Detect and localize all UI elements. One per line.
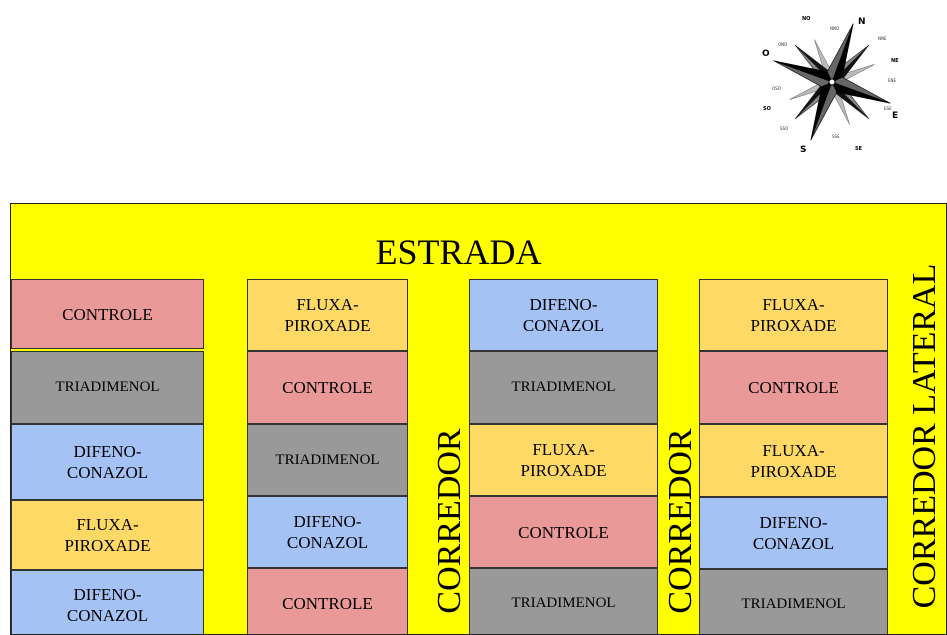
plot-label-line: CONAZOL	[522, 316, 605, 335]
plot-label: TRIADIMENOL	[741, 594, 845, 615]
plot-label-line: CONTROLE	[748, 378, 839, 397]
plot-label-line: TRIADIMENOL	[511, 379, 616, 395]
plot-label-line: TRIADIMENOL	[275, 451, 380, 468]
plot-label: TRIADIMENOL	[55, 377, 159, 398]
plot-label-line: PIROXADE	[750, 461, 837, 481]
compass-so: SO	[763, 106, 771, 112]
corridor-label-3: CORREDOR	[662, 428, 699, 614]
plot-label: DIFENO- CONAZOL	[523, 294, 604, 336]
plot-label-line: PIROXADE	[64, 536, 151, 555]
plot-tri: TRIADIMENOL	[699, 569, 888, 634]
plot-label-line: CONAZOL	[66, 463, 149, 482]
plot-label: FLUXA- PIROXADE	[285, 294, 371, 336]
plot-dif: DIFENO- CONAZOL	[11, 424, 204, 500]
plot-flu: FLUXA- PIROXADE	[11, 500, 204, 570]
plot-tri: TRIADIMENOL	[247, 424, 408, 496]
plot-label: CONTROLE	[518, 522, 609, 543]
plot-label-line: FLUXA-	[296, 295, 359, 314]
plot-label: CONTROLE	[62, 304, 153, 325]
plot-label-line: CONAZOL	[752, 534, 835, 553]
compass-rose-icon: N S E O NE SE SO NO NNO NNE ENE ESE SSE …	[762, 16, 899, 155]
compass-minor: SSE	[832, 134, 840, 139]
compass-south: S	[800, 145, 806, 155]
plot-label: FLUXA- PIROXADE	[751, 294, 837, 336]
plot-label-line: PIROXADE	[284, 316, 371, 335]
plot-ctl: CONTROLE	[11, 279, 204, 349]
compass-north: N	[858, 17, 866, 27]
compass-no: NO	[802, 16, 810, 22]
plot-label: DIFENO- CONAZOL	[753, 512, 834, 554]
plot-dif: DIFENO- CONAZOL	[699, 497, 888, 569]
plot-label-line: DIFENO-	[73, 585, 142, 604]
plot-flu: FLUXA- PIROXADE	[699, 279, 888, 351]
plot-label: TRIADIMENOL	[511, 593, 615, 614]
plot-label: DIFENO- CONAZOL	[67, 441, 148, 483]
plot-ctl: CONTROLE	[469, 496, 658, 568]
plot-label: DIFENO- CONAZOL	[287, 511, 368, 553]
plot-label-line: TRIADIMENOL	[741, 595, 846, 612]
compass-minor: NNO	[830, 26, 839, 31]
plot-label-line: TRIADIMENOL	[511, 594, 616, 611]
plot-dif: DIFENO- CONAZOL	[469, 279, 658, 351]
plot-ctl: CONTROLE	[247, 568, 408, 634]
plot-dif: DIFENO- CONAZOL	[247, 496, 408, 568]
compass-ne: NE	[891, 58, 899, 64]
plot-label-line: CONTROLE	[518, 522, 609, 542]
plot-label-line: CONTROLE	[282, 593, 373, 613]
plot-label-line: FLUXA-	[76, 515, 139, 534]
plot-label: FLUXA- PIROXADE	[521, 439, 607, 481]
plot-label-line: FLUXA-	[762, 440, 825, 460]
plot-label-line: CONAZOL	[66, 606, 149, 625]
corridor-label-2: CORREDOR	[431, 428, 468, 614]
plot-label: TRIADIMENOL	[275, 450, 379, 471]
plot-tri: TRIADIMENOL	[11, 351, 204, 424]
compass-east: E	[892, 111, 898, 121]
plot-label-line: CONAZOL	[286, 533, 369, 552]
plot-label-line: CONTROLE	[282, 378, 373, 397]
plot-label-line: DIFENO-	[293, 512, 362, 531]
plot-dif: DIFENO- CONAZOL	[11, 570, 204, 634]
side-corridor-label: CORREDOR LATERAL	[906, 263, 943, 609]
plot-ctl: CONTROLE	[247, 351, 408, 424]
compass-minor: ONO	[778, 42, 787, 47]
plot-label: FLUXA-PIROXADE	[751, 440, 837, 482]
plot-flu: FLUXA-PIROXADE	[699, 424, 888, 497]
plot-label-line: DIFENO-	[529, 295, 598, 314]
plot-label-line: TRIADIMENOL	[55, 379, 160, 395]
plot-label-line: DIFENO-	[759, 513, 828, 532]
compass-minor: ESE	[884, 106, 892, 111]
plot-label-line: PIROXADE	[520, 461, 607, 480]
plot-label-line: DIFENO-	[73, 442, 142, 461]
plot-label-line: FLUXA-	[532, 440, 595, 459]
compass-minor: ENE	[888, 78, 897, 83]
plot-ctl: CONTROLE	[699, 351, 888, 424]
road-label: ESTRADA	[375, 232, 542, 272]
compass-se: SE	[855, 146, 863, 152]
plot-flu: FLUXA- PIROXADE	[469, 424, 658, 496]
compass-west: O	[762, 49, 770, 59]
plot-label: CONTROLE	[282, 593, 373, 614]
plot-label: FLUXA- PIROXADE	[65, 514, 151, 556]
plot-label: CONTROLE	[282, 377, 373, 398]
plot-label: DIFENO- CONAZOL	[67, 584, 148, 626]
plot-tri: TRIADIMENOL	[469, 351, 658, 424]
compass-minor: OSO	[772, 86, 781, 91]
field-layout: ESTRADA CORREDOR CORREDOR CORREDOR CORRE…	[10, 203, 947, 635]
plot-label: CONTROLE	[748, 377, 839, 398]
compass-minor: NNE	[878, 36, 887, 41]
plot-label: TRIADIMENOL	[511, 377, 615, 398]
plot-label-line: FLUXA-	[762, 295, 825, 314]
plot-label-line: PIROXADE	[750, 316, 837, 335]
plot-flu: FLUXA- PIROXADE	[247, 279, 408, 351]
plot-tri: TRIADIMENOL	[469, 568, 658, 634]
plot-label-line: CONTROLE	[62, 304, 153, 324]
compass-minor: SSO	[780, 126, 788, 131]
